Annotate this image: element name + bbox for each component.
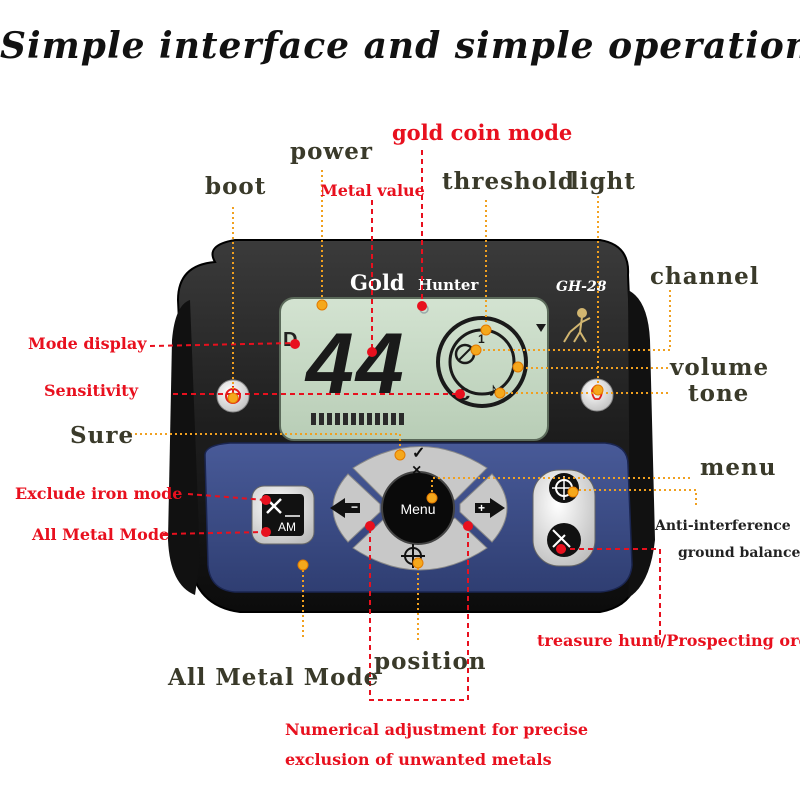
label-ground-balance: ground balance [678,545,800,561]
dpad: Menu ✓ × − + [330,445,508,571]
brand-hunter: Hunter [418,276,479,294]
label-channel: channel [650,263,760,290]
label-numerical-line1: Numerical adjustment for precise [285,720,589,739]
left-grip [168,300,200,595]
model-name: GH-28 [556,279,607,295]
label-all-metal-mode-left: All Metal Mode [32,525,170,544]
label-threshold: threshold [442,168,575,195]
label-exclude-iron-mode: Exclude iron mode [15,484,183,503]
headline: Simple interface and simple operation [0,25,800,67]
label-tone: tone [688,380,750,407]
label-power: power [290,138,373,165]
svg-text:AM: AM [278,520,296,534]
svg-text:−: − [351,500,358,514]
label-metal-value: Metal value [320,181,425,200]
label-boot: boot [205,173,267,200]
label-menu: menu [700,454,777,481]
label-position: position [374,648,487,675]
label-mode-display: Mode display [28,334,147,353]
label-light: light [570,168,636,195]
am-button: AM [251,485,315,545]
label-sure: Sure [70,422,135,449]
label-all-metal-mode-bottom: All Metal Mode [168,664,380,691]
red-dots [261,301,566,554]
label-gold-coin-mode: gold coin mode [392,120,573,145]
label-anti-interference: Anti-interference [655,518,791,534]
svg-text:1: 1 [478,332,485,346]
label-volume: volume [670,354,770,381]
lcd-digits: 44 [304,316,406,412]
indicator-dots [227,299,604,571]
label-numerical-line2: exclusion of unwanted metals [285,750,552,769]
prospector-icon [563,308,591,343]
label-sensitivity: Sensitivity [44,381,138,400]
menu-button [381,471,455,545]
svg-text:✓: ✓ [412,445,425,462]
leader-lines [130,150,697,701]
svg-text:+: + [478,501,485,515]
svg-text:×: × [412,462,421,479]
menu-button-label: Menu [400,501,435,517]
brand-gold: Gold [350,270,405,295]
label-treasure-hunt: treasure hunt/Prospecting ore [537,631,800,650]
svg-text:♪: ♪ [488,379,498,401]
right-grip [628,290,655,598]
